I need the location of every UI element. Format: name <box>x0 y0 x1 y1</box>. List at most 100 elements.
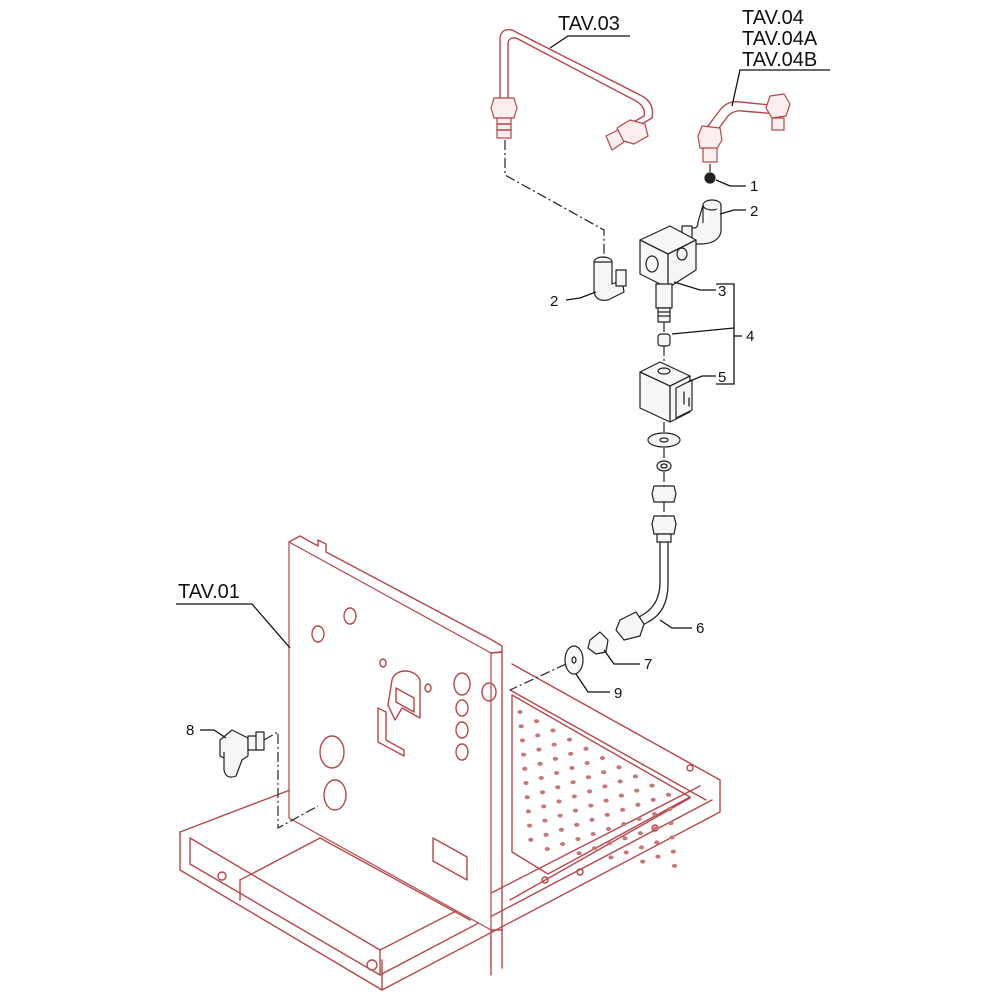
perforation-hole <box>591 846 598 851</box>
perforation-hole <box>634 788 640 793</box>
perforation-hole <box>544 847 550 851</box>
perforation-hole <box>521 752 527 757</box>
vertical-panel <box>288 535 503 976</box>
perforation-hole <box>523 781 529 785</box>
perforation-hole <box>601 770 607 775</box>
perforation-hole <box>588 803 594 808</box>
perforation-hole <box>650 797 656 802</box>
perforation-hole <box>556 799 562 804</box>
tube-tav03 <box>490 29 654 151</box>
part-label-7: 7 <box>644 656 652 673</box>
perforation-hole <box>517 710 523 714</box>
perforation-hole <box>589 817 595 822</box>
part-label-3: 3 <box>718 283 726 300</box>
leader-lines <box>176 35 830 739</box>
perforation-hole <box>536 747 542 752</box>
perforation-hole <box>569 766 575 770</box>
perforation-hole <box>671 863 678 868</box>
perforated-plate <box>511 694 691 875</box>
perforation-hole <box>667 807 673 811</box>
perforation-hole <box>574 822 580 827</box>
part-label-1: 1 <box>750 178 758 195</box>
perforation-hole <box>539 790 546 795</box>
assembly-lines <box>263 140 711 830</box>
perforation-hole <box>607 841 613 846</box>
perforation-hole <box>528 837 534 842</box>
perforation-hole <box>669 835 675 840</box>
perforation-hole <box>621 822 627 826</box>
perforation-hole <box>535 733 541 738</box>
perforation-hole <box>654 840 660 845</box>
perforation-hole <box>605 827 612 831</box>
perforation-hole <box>525 809 532 814</box>
part-label-8: 8 <box>186 722 194 739</box>
perforation-hole <box>587 789 593 794</box>
perforation-hole <box>554 771 560 775</box>
perforation-hole <box>638 845 645 850</box>
perforation-hole <box>649 783 655 788</box>
perforation-hole <box>655 854 661 859</box>
perforation-hole <box>575 837 581 841</box>
perforation-hole <box>566 737 573 742</box>
part-label-5: 5 <box>718 369 726 386</box>
perforation-hole <box>542 818 548 823</box>
perforation-hole <box>527 823 533 828</box>
perforation-hole <box>518 724 524 729</box>
perforation-hole <box>583 746 589 751</box>
perforation-hole <box>623 850 629 855</box>
perforation-hole <box>550 728 556 733</box>
perforation-hole <box>557 813 563 818</box>
label-tav03: TAV.03 <box>558 13 620 35</box>
perforation-hole <box>603 798 609 803</box>
perforation-hole <box>576 851 582 856</box>
perforation-hole <box>618 793 625 798</box>
label-tav04b: TAV.04B <box>742 49 817 71</box>
perforation-hole <box>571 794 577 799</box>
perforation-hole <box>620 807 626 812</box>
perforation-hole <box>522 766 528 771</box>
perforation-hole <box>599 756 606 760</box>
perforation-hole <box>602 784 608 789</box>
part-label-2-right: 2 <box>750 203 758 220</box>
perforation-hole <box>524 795 530 800</box>
perforation-hole <box>541 804 547 809</box>
perforation-hole <box>555 785 561 790</box>
perforation-hole <box>653 826 659 831</box>
perforation-hole <box>636 817 642 821</box>
perforation-hole <box>552 756 559 761</box>
perforation-hole <box>537 761 543 766</box>
perforation-hole <box>622 836 628 841</box>
perforation-hole <box>635 802 641 807</box>
tube-tav04 <box>697 93 791 163</box>
reference-labels: TAV.03 TAV.04 TAV.04A TAV.04B TAV.01 1 2… <box>178 7 818 739</box>
perforation-hole <box>538 776 544 780</box>
perforation-hole <box>617 779 623 784</box>
perforation-hole <box>640 859 646 864</box>
perforation-hole <box>651 812 658 816</box>
perforation-hole <box>558 827 565 832</box>
perforation-hole <box>568 751 574 756</box>
perforation-hole <box>616 765 622 770</box>
perforation-hole <box>519 738 526 743</box>
part-label-4: 4 <box>746 328 754 345</box>
perforation-hole <box>543 832 549 837</box>
part-label-6: 6 <box>696 620 704 637</box>
label-tav01: TAV.01 <box>178 581 240 603</box>
perforation-hole <box>560 842 566 846</box>
label-tav04a: TAV.04A <box>742 28 818 50</box>
perforation-hole <box>670 849 676 854</box>
perforation-hole <box>572 808 579 813</box>
perforation-hole <box>632 774 639 779</box>
perforation-hole <box>570 780 576 785</box>
perforation-holes <box>517 710 678 868</box>
part-label-9: 9 <box>614 685 622 702</box>
perforation-hole <box>551 742 557 747</box>
perforation-hole <box>608 855 614 860</box>
perforation-hole <box>585 775 592 780</box>
label-tav04: TAV.04 <box>742 7 804 29</box>
perforation-hole <box>533 719 540 724</box>
perforation-hole <box>665 792 672 797</box>
perforation-hole <box>584 761 590 765</box>
part-label-2-left: 2 <box>550 293 558 310</box>
